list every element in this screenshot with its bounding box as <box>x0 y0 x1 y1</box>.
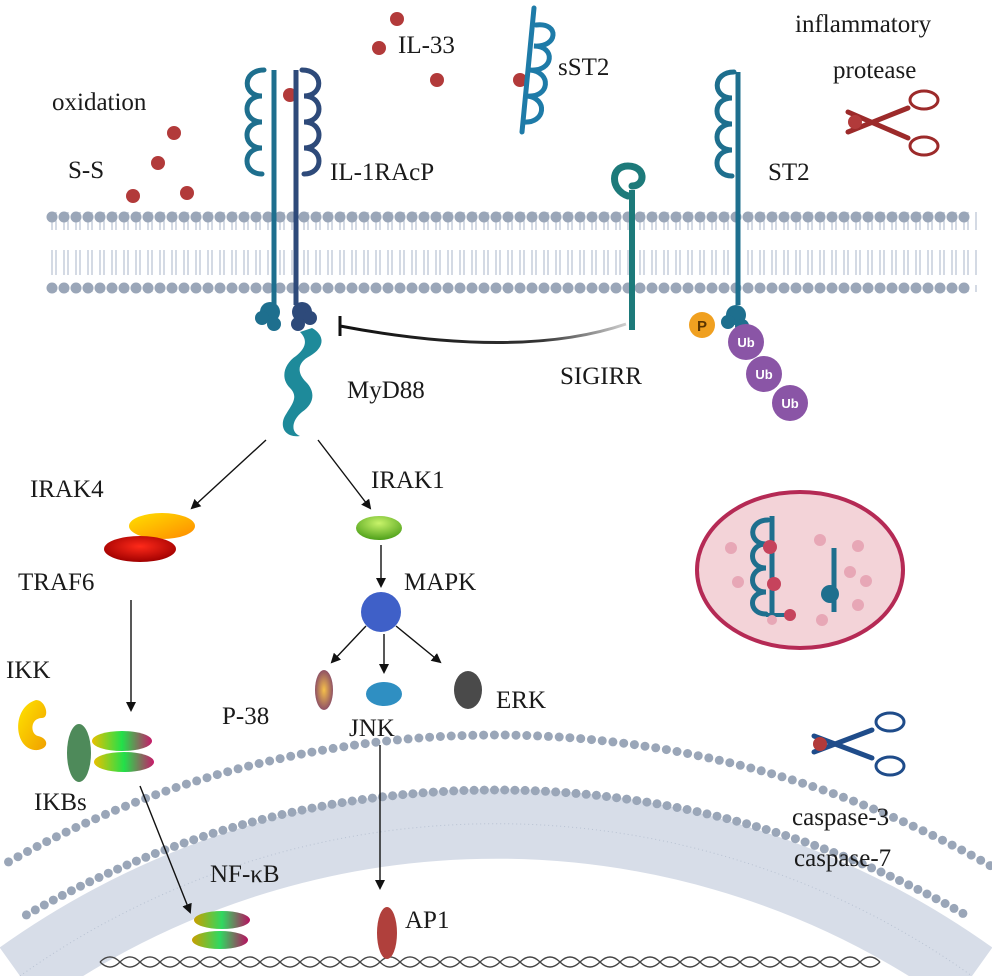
label-ikk: IKK <box>6 657 50 684</box>
label-il33: IL-33 <box>398 32 455 59</box>
irak1-protein <box>356 516 402 540</box>
sst2-soluble-receptor <box>519 5 556 135</box>
label-sigirr: SIGIRR <box>560 363 642 390</box>
traf6-protein <box>104 536 176 562</box>
label-p38: P-38 <box>222 703 269 730</box>
tir-domain-left <box>255 302 281 331</box>
label-ikbs: IKBs <box>34 789 87 816</box>
label-sst2: sST2 <box>558 54 609 81</box>
label-caspase7: caspase-7 <box>794 845 891 872</box>
tir-domain-right <box>291 302 317 331</box>
label-nfkb: NF-κB <box>210 861 280 888</box>
label-st2: ST2 <box>768 159 810 186</box>
sigirr-receptor <box>338 162 646 344</box>
svg-text:Ub: Ub <box>737 335 754 350</box>
label-ap1: AP1 <box>405 907 449 934</box>
label-oxidation: oxidation <box>52 89 147 116</box>
nfkb-ikb-complex <box>92 731 154 772</box>
label-irak1: IRAK1 <box>371 467 445 494</box>
diagram-labels: oxidation S-S IL-33 sST2 inflammatory pr… <box>6 11 932 934</box>
label-ss: S-S <box>68 157 104 184</box>
ubiquitin-chain: Ub Ub Ub <box>728 324 808 421</box>
nuclear-membrane <box>0 730 992 976</box>
label-erk: ERK <box>496 687 546 714</box>
jnk-protein <box>366 682 402 706</box>
protease-scissors-icon <box>845 89 940 157</box>
mapk-protein <box>361 592 401 632</box>
label-protease: protease <box>833 57 916 84</box>
svg-text:P: P <box>697 318 707 335</box>
label-irak4: IRAK4 <box>30 476 104 503</box>
ikk-protein <box>18 700 47 751</box>
phosphate-badge: P <box>689 312 715 338</box>
caspase-scissors-icon <box>811 711 906 777</box>
apoptotic-cell <box>695 490 905 650</box>
label-il1racp: IL-1RAcP <box>330 159 434 186</box>
plasma-membrane <box>46 211 978 294</box>
label-inflammatory: inflammatory <box>795 11 932 38</box>
label-caspase3: caspase-3 <box>792 804 889 831</box>
ap1-protein <box>377 907 397 959</box>
ikbs-protein <box>67 724 91 782</box>
st2-il1racp-receptor-complex <box>244 67 322 331</box>
il33-molecules <box>126 12 527 203</box>
svg-text:Ub: Ub <box>755 367 772 382</box>
nfkb-nuclear-complex <box>192 911 250 949</box>
dna-strand <box>99 956 881 968</box>
label-traf6: TRAF6 <box>18 569 94 596</box>
erk-protein <box>454 671 482 709</box>
label-myd88: MyD88 <box>347 377 425 404</box>
svg-text:Ub: Ub <box>781 396 798 411</box>
st2-receptor <box>714 69 749 333</box>
irak4-protein <box>129 513 195 539</box>
myd88-adaptor <box>282 328 322 437</box>
signaling-arrows <box>126 439 442 914</box>
label-jnk: JNK <box>349 715 395 742</box>
p38-protein <box>315 670 333 710</box>
label-mapk: MAPK <box>404 569 476 596</box>
